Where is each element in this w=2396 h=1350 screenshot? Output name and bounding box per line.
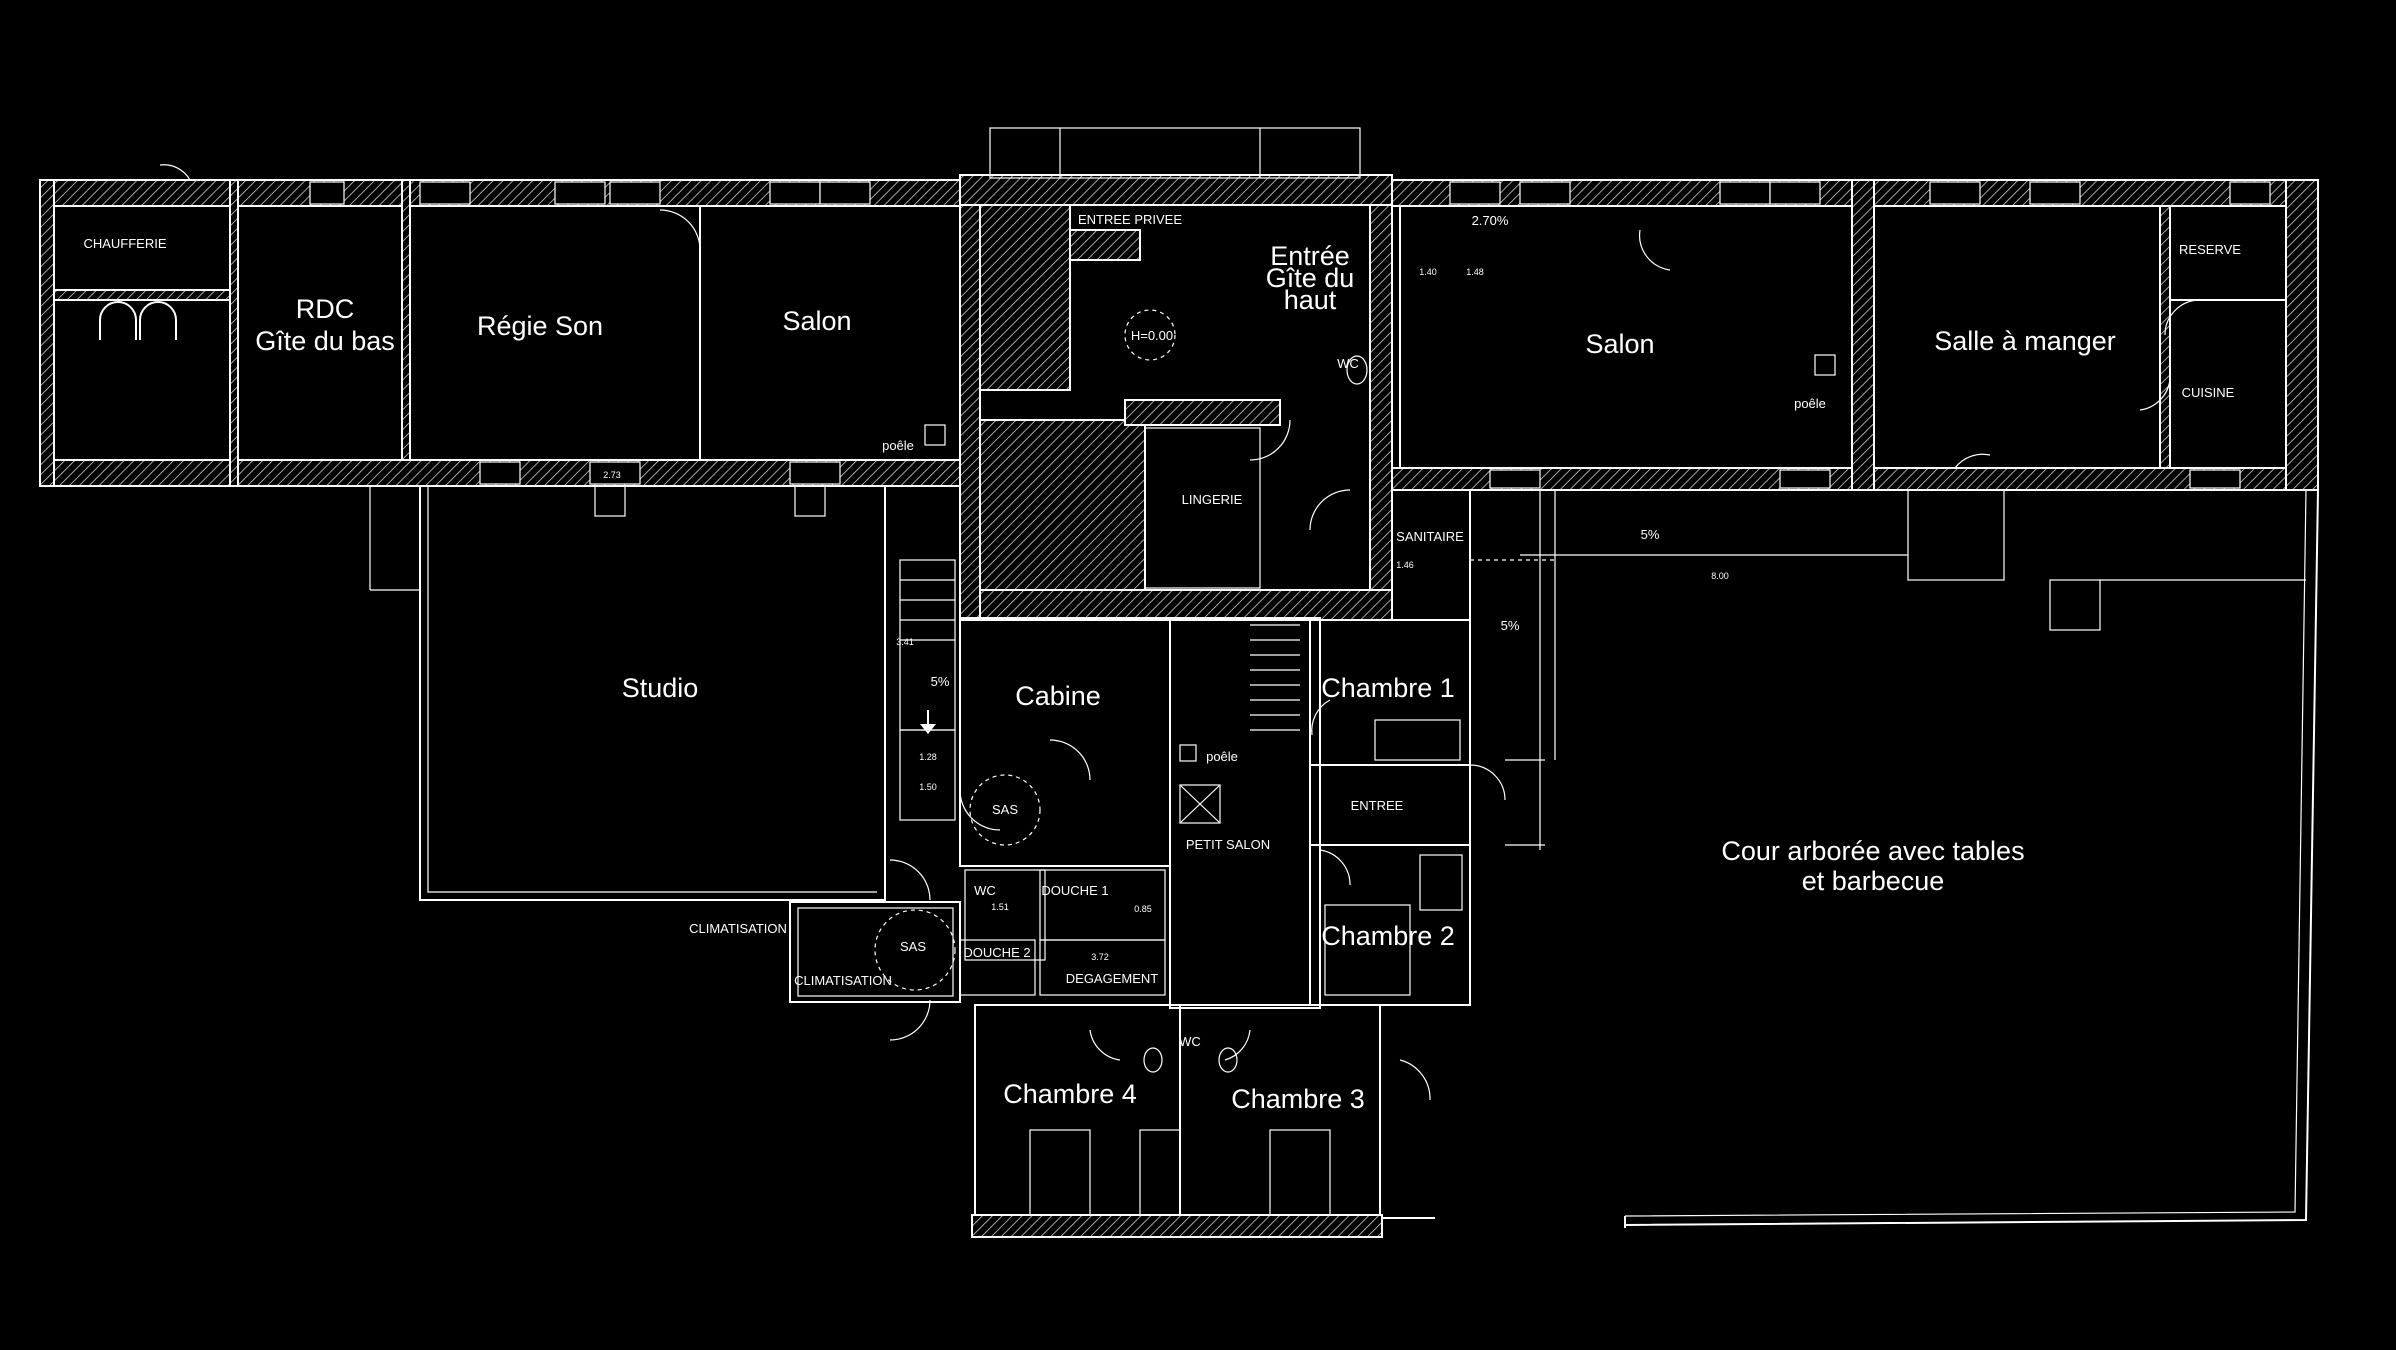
label-cuisine: CUISINE	[2182, 385, 2235, 400]
dim-151: 1.51	[991, 902, 1009, 912]
label-reserve: RESERVE	[2179, 242, 2241, 257]
label-degagement: DEGAGEMENT	[1066, 971, 1159, 986]
stairs-fixtures	[920, 354, 1836, 1216]
dim-140: 1.40	[1419, 267, 1437, 277]
label-chaufferie: CHAUFFERIE	[83, 236, 166, 251]
label-salon-left: Salon	[782, 306, 851, 336]
label-wc-mid: WC	[974, 883, 996, 898]
dim-800: 8.00	[1711, 571, 1729, 581]
label-haut: haut	[1284, 285, 1337, 315]
label-wc-bottom: WC	[1179, 1034, 1201, 1049]
label-gite-du: Gîte du	[1266, 263, 1355, 293]
label-douche2: DOUCHE 2	[963, 945, 1030, 960]
walls	[39, 174, 2319, 621]
dim-128: 1.28	[919, 752, 937, 762]
label-level: H=0.00	[1131, 328, 1173, 343]
label-lingerie: LINGERIE	[1182, 492, 1243, 507]
dim-148: 1.48	[1466, 267, 1484, 277]
label-studio: Studio	[622, 673, 699, 703]
label-sanitaire: SANITAIRE	[1396, 529, 1464, 544]
small-labels: CHAUFFERIE ENTREE PRIVEE H=0.00 WC poêle…	[83, 212, 2241, 1049]
room-outlines	[53, 127, 2319, 1238]
label-entree-gite: Entrée	[1270, 241, 1350, 271]
dimension-labels: 5% 5% 5% 2.70% 8.00 1.40 1.48 1.46 1.28 …	[603, 213, 1729, 962]
label-petit-salon: PETIT SALON	[1186, 837, 1270, 852]
label-sas-1: SAS	[992, 802, 1018, 817]
label-gite-bas: Gîte du bas	[255, 326, 395, 356]
label-poele-mid: poêle	[1206, 749, 1238, 764]
label-rdc: RDC	[296, 294, 355, 324]
label-regie-son: Régie Son	[477, 311, 603, 341]
dim-slope-5-a: 5%	[1641, 527, 1660, 542]
label-chambre3: Chambre 3	[1231, 1084, 1365, 1114]
dim-273: 2.73	[603, 470, 621, 480]
windows	[309, 181, 2271, 517]
dim-slope-270: 2.70%	[1472, 213, 1509, 228]
label-sas-2: SAS	[900, 939, 926, 954]
label-poele-left: poêle	[882, 438, 914, 453]
label-salon-right: Salon	[1585, 329, 1654, 359]
dim-slope-5-b: 5%	[1501, 618, 1520, 633]
label-entree-privee: ENTREE PRIVEE	[1078, 212, 1182, 227]
label-cour-1: Cour arborée avec tables	[1721, 836, 2024, 866]
label-wc-top: WC	[1337, 356, 1359, 371]
label-salle-manger: Salle à manger	[1934, 326, 2116, 356]
label-chambre1: Chambre 1	[1321, 673, 1455, 703]
label-poele-right: poêle	[1794, 396, 1826, 411]
label-climatisation-2: CLIMATISATION	[794, 973, 892, 988]
label-cour-2: et barbecue	[1802, 866, 1945, 896]
label-climatisation-1: CLIMATISATION	[689, 921, 787, 936]
dim-146: 1.46	[1396, 560, 1414, 570]
label-douche1: DOUCHE 1	[1041, 883, 1108, 898]
label-cabine: Cabine	[1015, 681, 1101, 711]
dim-150: 1.50	[919, 782, 937, 792]
doors	[99, 164, 2201, 1101]
dim-085: 0.85	[1134, 904, 1152, 914]
dim-372: 3.72	[1091, 952, 1109, 962]
label-chambre2: Chambre 2	[1321, 921, 1455, 951]
label-entree: ENTREE	[1351, 798, 1404, 813]
room-labels: RDC Gîte du bas Régie Son Salon Entrée G…	[255, 241, 2116, 1114]
dim-slope-5-c: 5%	[931, 674, 950, 689]
label-chambre4: Chambre 4	[1003, 1079, 1137, 1109]
dim-341: 3.41	[896, 637, 914, 647]
